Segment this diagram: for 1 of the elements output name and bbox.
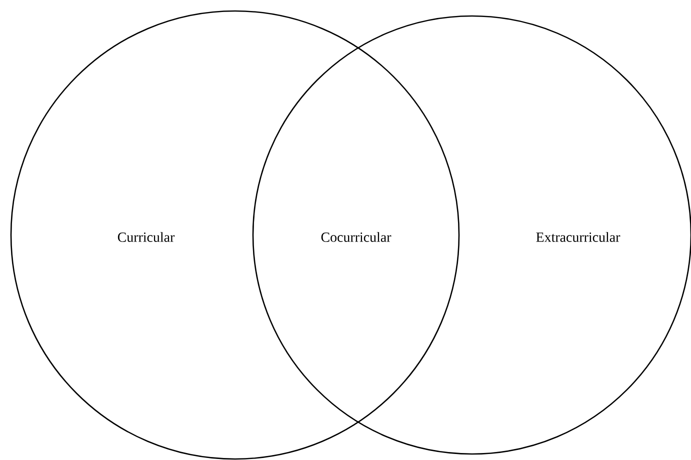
overlap-label: Cocurricular (321, 232, 392, 242)
